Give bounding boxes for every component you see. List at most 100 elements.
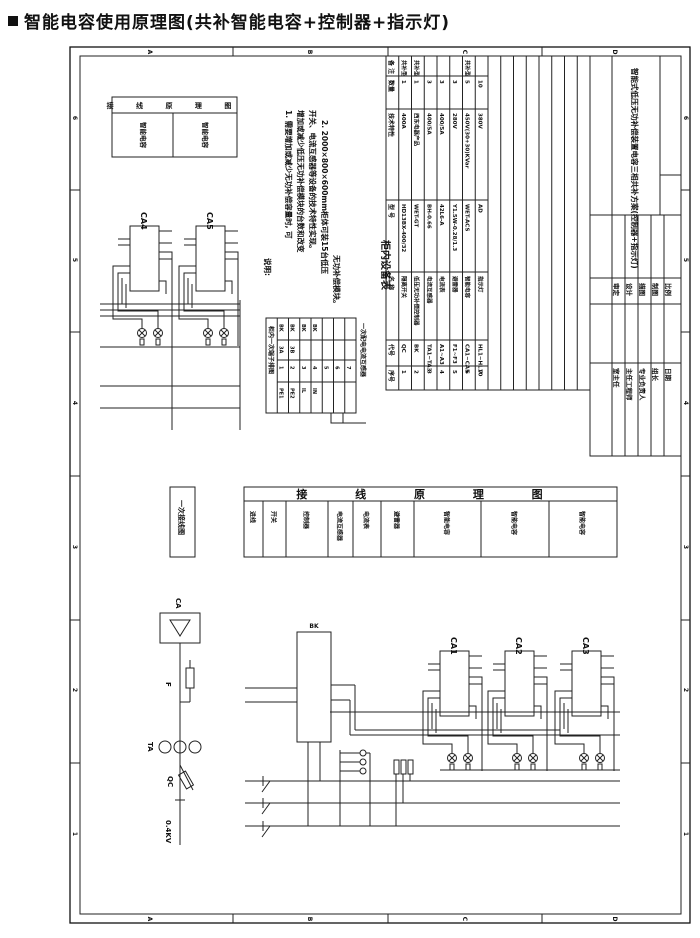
tb-label-approve: 审定 (612, 283, 621, 297)
lamp-terminal (449, 763, 455, 771)
small-wiring-cell: 智能电容 (201, 122, 210, 149)
small-wiring-table: 接 线 原 理 图 智能电容 智能电容 (107, 96, 238, 158)
tb-label-director: 室主任 (612, 368, 621, 388)
lamp-terminal (205, 338, 211, 346)
indicator-lamp-icon (154, 329, 162, 337)
table-cell: 400/5A (438, 113, 444, 135)
primary-label: 一次接线图 (177, 500, 186, 535)
table-header-cell: 型 号 (387, 204, 395, 218)
indicator-lamp-icon (138, 329, 146, 337)
label-f: F (164, 682, 172, 687)
capacitor-module: CA4 (112, 212, 173, 346)
table-cell: 280V (451, 113, 457, 129)
capacitor-module: CA3 (554, 637, 615, 771)
terminal-cell: IN (311, 388, 317, 394)
wire (427, 697, 469, 753)
wiring-header-cell: 电流表 (362, 511, 370, 530)
zone-label-right: 4 (682, 401, 689, 405)
wire (559, 697, 601, 753)
zone-label-top: B (306, 50, 313, 55)
zone-label-top: C (461, 50, 468, 55)
table-header-cell: 代号 (387, 343, 395, 356)
wire (601, 676, 615, 771)
wiring-header-cell: 进线 (249, 511, 257, 523)
table-cell: CA1~CA5 (464, 344, 470, 373)
zone-label-right: 3 (682, 545, 689, 549)
indicator-lamp-icon (463, 753, 473, 763)
table-cell: HL1~HL10 (476, 344, 482, 376)
terminal-footer: 一次配电电流互感器 (359, 323, 367, 378)
table-cell: 400A (400, 113, 406, 129)
tb-label-chief-engineer: 主任工程师 (625, 368, 634, 401)
one-line-diagram: CA F TA QC 0.4KV (146, 598, 202, 845)
notes-line: 2. 2000×800×600mm柜体可装15台低压 (320, 120, 330, 274)
table-cell: AD (476, 204, 482, 213)
indicator-lamp-icon (596, 754, 604, 762)
bullet-square-icon (8, 16, 18, 26)
outer-frame (69, 46, 691, 924)
indicator-lamp-icon (203, 328, 213, 338)
terminal-cell: 3 (300, 366, 306, 370)
capacitor-module-label: CA3 (581, 637, 590, 655)
table-header-cell: 技术特性 (387, 113, 395, 137)
terminal-lead (330, 413, 366, 424)
tb-label-scale: 比例 (664, 283, 673, 297)
zone-left: 6 5 4 3 2 1 (70, 116, 80, 836)
table-cell: 共补型 (464, 60, 472, 77)
wiring-header-table: 接 线 原 理 图进线开关控制器电流互感器电流表避雷器智能电容智能电容智能电容 (243, 486, 618, 558)
table-cell: 10 (476, 80, 482, 88)
wire (469, 676, 483, 771)
capacitor-module: CA1 (422, 637, 483, 771)
lamp-terminal (465, 763, 471, 771)
zone-label-left: 6 (71, 116, 78, 120)
indicator-lamp-icon (219, 328, 229, 338)
primary-label-box: 一次接线图 (169, 486, 196, 558)
table-cell: 隔离开关 (400, 276, 408, 299)
indicator-lamp-icon (528, 753, 538, 763)
table-cell: F1~F3 (451, 344, 457, 364)
wire (183, 272, 225, 328)
zone-bottom: A B C D (146, 914, 618, 923)
wiring-header-cell: 智能电容 (443, 511, 451, 535)
terminal-cell: 5 (322, 366, 328, 370)
capacitor-box (159, 612, 201, 644)
table-cell: WET-GT (413, 204, 419, 227)
wire (492, 697, 534, 753)
table-cell: 3 (425, 370, 431, 374)
wiring-header-border (243, 486, 618, 558)
indicator-lamp-icon (137, 328, 147, 338)
zone-label-right: 2 (682, 688, 689, 692)
zone-label-left: 4 (71, 401, 78, 405)
zone-label-left: 3 (71, 545, 78, 549)
wire (178, 265, 209, 328)
capacitor-module-label: CA1 (449, 637, 458, 655)
zone-label-top: D (611, 50, 618, 55)
terminal-cell: BK (277, 324, 283, 333)
wire (601, 705, 609, 719)
ammeter-icon (359, 749, 367, 757)
lamp-terminal (221, 338, 227, 346)
arrester-icon (393, 759, 400, 775)
capacitor-module-label: CA5 (205, 212, 214, 230)
wiring-header-cell: 智能电容 (510, 511, 518, 535)
table-header-cell: 数量 (387, 80, 395, 92)
table-cell: 4 (438, 370, 444, 374)
capacitor-module-box (129, 225, 160, 292)
title-block: 智能式低压无功补偿装置电容三相共补方案(控制器+指示灯) 审定 设计 描图 制图… (589, 55, 682, 457)
indicator-lamp-icon (529, 754, 537, 762)
table-header-cell: 备 注 (387, 59, 395, 74)
table-cell: 1 (400, 370, 406, 374)
table-cell: 共补型 (400, 60, 408, 77)
table-cell: 5 (451, 370, 457, 374)
lamp-terminal (530, 763, 536, 771)
wire (117, 272, 159, 328)
indicator-lamp-icon (512, 753, 522, 763)
zone-label-left: 1 (71, 832, 78, 836)
table-header-cell: 序号 (387, 369, 395, 382)
capacitor-module: CA5 (178, 212, 239, 346)
table-cell: HD13BX-400/32 (400, 204, 406, 252)
notes-heading: 说明: (263, 258, 273, 276)
